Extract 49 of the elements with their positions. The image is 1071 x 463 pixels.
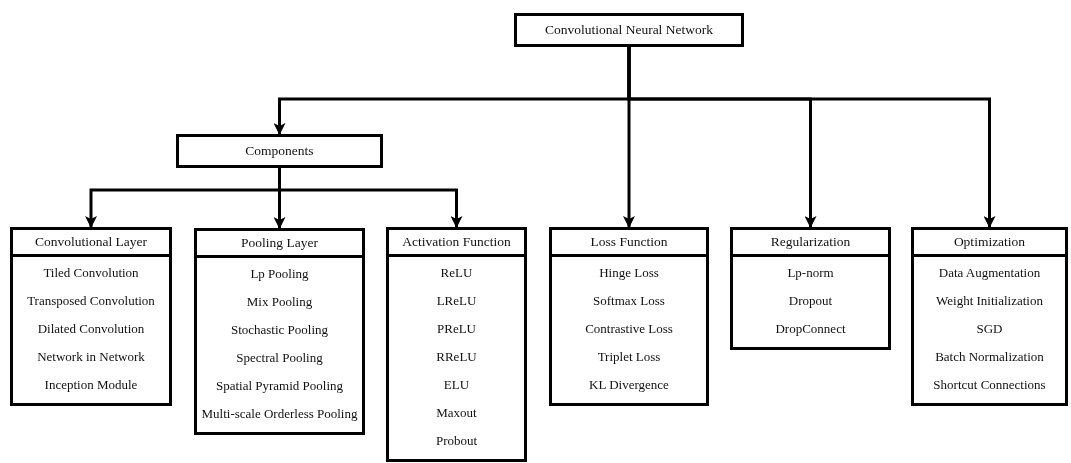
list-item: RReLU — [435, 348, 478, 367]
arrow — [627, 47, 996, 228]
list-item: Softmax Loss — [592, 292, 666, 311]
list-item: Triplet Loss — [596, 348, 662, 367]
list-box — [10, 227, 172, 406]
list-item: ReLU — [439, 264, 474, 283]
list-item: Contrastive Loss — [584, 320, 674, 339]
list-box — [386, 227, 527, 462]
list-heading: Convolutional Layer — [13, 230, 169, 257]
list-item: Multi-scale Orderless Pooling — [200, 405, 359, 424]
arrow — [278, 168, 463, 228]
list-item: SGD — [975, 320, 1004, 339]
list-item: Inception Module — [43, 376, 139, 395]
category-box — [176, 134, 383, 168]
list-item: Batch Normalization — [934, 348, 1045, 367]
list-item: PReLU — [436, 320, 477, 339]
list-heading: Loss Function — [552, 230, 706, 257]
list-item: Data Augmentation — [937, 264, 1042, 283]
category-box — [514, 13, 744, 47]
list-item: Hinge Loss — [598, 264, 660, 283]
list-box — [549, 227, 709, 406]
list-item: Shortcut Connections — [932, 376, 1047, 395]
list-heading: Activation Function — [389, 230, 524, 257]
list-item: Spectral Pooling — [235, 349, 324, 368]
list-box — [194, 228, 365, 435]
list-item: Dilated Convolution — [36, 320, 146, 339]
list-box — [730, 227, 891, 350]
list-item: Probout — [434, 432, 479, 451]
list-item: Transposed Convolution — [26, 292, 156, 311]
list-item: Tiled Convolution — [42, 264, 140, 283]
list-item: Stochastic Pooling — [229, 321, 330, 340]
box-label: Components — [244, 143, 315, 159]
list-item: LReLU — [435, 292, 478, 311]
list-item: Lp Pooling — [249, 265, 310, 284]
list-box — [911, 227, 1068, 406]
list-item: DropConnect — [774, 320, 847, 339]
list-item: Spatial Pyramid Pooling — [214, 377, 345, 396]
list-heading: Optimization — [914, 230, 1065, 257]
list-item: Lp-norm — [786, 264, 835, 283]
list-item: ELU — [442, 376, 471, 395]
list-item: Network in Network — [36, 348, 146, 367]
list-item: Maxout — [435, 404, 478, 423]
list-item: Mix Pooling — [245, 293, 314, 312]
list-heading: Regularization — [733, 230, 888, 257]
box-label: Convolutional Neural Network — [544, 22, 714, 38]
list-heading: Pooling Layer — [197, 231, 362, 258]
list-item: KL Divergence — [588, 376, 670, 395]
list-item: Dropout — [787, 292, 834, 311]
list-item: Weight Initialization — [935, 292, 1044, 311]
